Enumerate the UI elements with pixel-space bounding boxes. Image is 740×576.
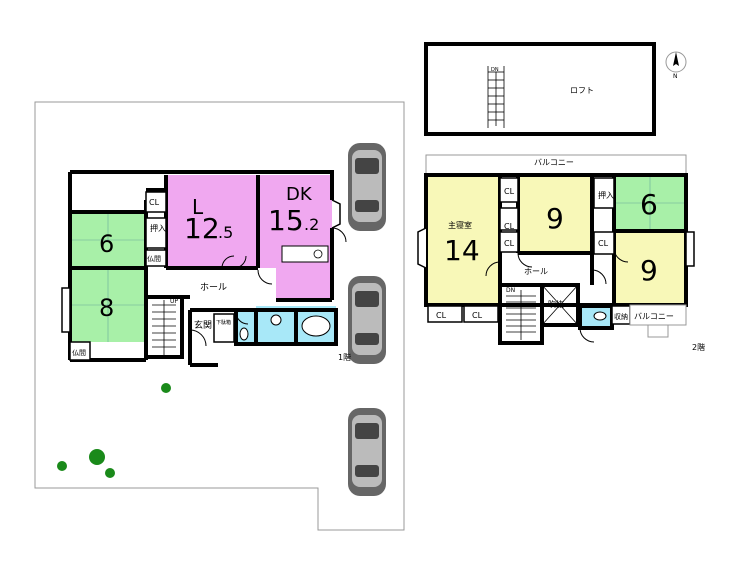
floor2-plan: バルコニー 主寝室 14 9 6 9 ホール 吹抜 CL CL CL CL CL… — [417, 154, 705, 352]
stairs-dn-label: DN — [506, 287, 515, 294]
car-icon — [348, 276, 386, 364]
oshiire2-label: 押入 — [598, 190, 614, 200]
master-size: 14 — [444, 234, 480, 267]
balcony-right-label: バルコニー — [634, 312, 674, 321]
dk-size: 15 — [268, 204, 304, 237]
oshiire-label: 押入 — [150, 223, 166, 233]
loft-label: ロフト — [570, 86, 594, 95]
butsuma-label: 仏間 — [147, 255, 161, 263]
shoe-box-label: 下駄箱 — [216, 319, 231, 326]
washitsu-6-size: 6 — [99, 230, 114, 258]
dk-fill — [258, 175, 332, 300]
car-icon — [348, 408, 386, 496]
room-9a-size: 9 — [546, 202, 564, 235]
butsuma2-label: 仏間 — [72, 349, 86, 357]
site-boundary — [34, 101, 405, 531]
living-size: 12 — [184, 212, 220, 245]
dk-letter: DK — [286, 184, 313, 205]
dk-size-decimal: .2 — [304, 215, 319, 234]
floor1-label: 1階 — [338, 352, 351, 362]
master-label: 主寝室 — [448, 220, 472, 230]
hall2-label: ホール — [524, 267, 548, 276]
room-9b-size: 9 — [640, 254, 658, 287]
tree-icons — [57, 383, 171, 478]
living-letter: L — [192, 195, 204, 219]
floor1-plan: L 12 .5 DK 15 .2 6 8 ホール 玄関 CL 押入 仏間 仏間 … — [61, 170, 351, 367]
fukinuke-label: 吹抜 — [548, 299, 564, 309]
cl2-label-f: CL — [472, 311, 483, 320]
cl2-label-d: CL — [598, 239, 609, 248]
cl-label: CL — [149, 198, 160, 207]
living-size-decimal: .5 — [218, 223, 233, 242]
loft-plan: DN ロフト — [424, 42, 656, 136]
hall-label: ホール — [200, 282, 227, 293]
room-9b-fill — [614, 231, 686, 305]
cl2-label-c: CL — [504, 239, 515, 248]
living-fill — [166, 175, 258, 268]
cl2-label-e: CL — [436, 311, 447, 320]
compass-north-label: N — [673, 73, 678, 80]
genkan-label: 玄関 — [194, 319, 212, 331]
loft-stairs-label: DN — [491, 67, 499, 73]
car-icon — [348, 143, 386, 231]
washitsu-8-size: 8 — [99, 294, 114, 322]
cl2-label-a: CL — [504, 187, 515, 196]
room-9a-fill — [518, 175, 592, 253]
master-fill — [426, 175, 500, 305]
shuno-label: 収納 — [614, 312, 628, 321]
floor2-label: 2階 — [692, 342, 705, 352]
compass-icon: N — [665, 51, 687, 80]
balcony-top-label: バルコニー — [534, 158, 574, 167]
stairs-up-label: UP — [170, 298, 178, 305]
cl2-label-b: CL — [504, 222, 515, 231]
room-6-size: 6 — [640, 188, 658, 221]
